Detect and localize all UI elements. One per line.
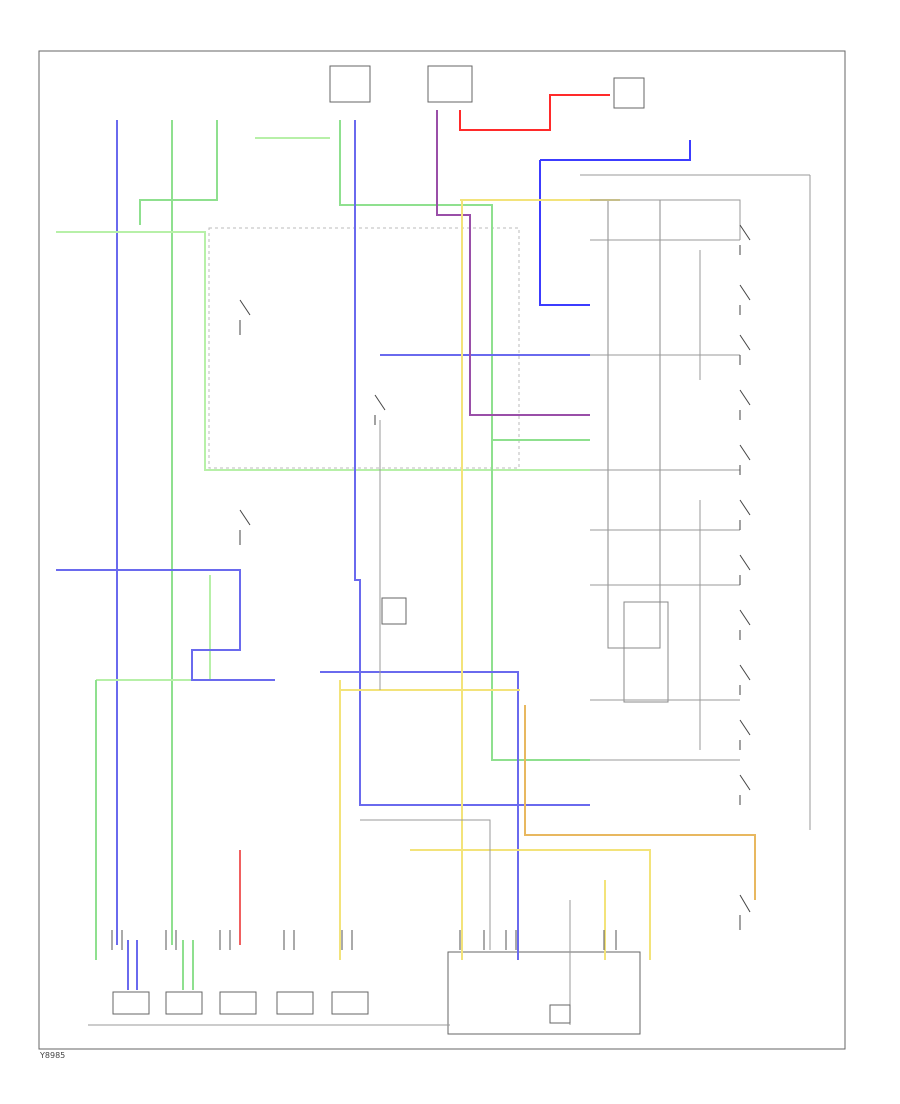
switch-12	[739, 894, 751, 930]
switch-7	[739, 554, 751, 585]
sub-bus-outline	[623, 601, 669, 703]
switch-9	[739, 664, 751, 695]
switch-6	[739, 499, 751, 530]
unit-b-box	[427, 65, 473, 103]
pin-ticks	[111, 930, 617, 950]
switch-4	[739, 389, 751, 420]
wire-blue-right	[539, 160, 590, 306]
wire-yellow-right	[410, 849, 651, 960]
connector-3	[219, 991, 257, 1015]
wire-blue-left-loop	[56, 569, 275, 681]
wire-blue-main	[354, 120, 590, 806]
switch-left-2	[239, 509, 251, 545]
relay-box	[613, 77, 645, 109]
connector-2	[165, 991, 203, 1015]
unit-a-box	[329, 65, 371, 103]
switch-mid	[374, 394, 386, 425]
wire-purple	[436, 110, 590, 416]
bottom-connectors	[112, 991, 571, 1024]
wire-green-mid	[339, 120, 590, 441]
switch-10	[739, 719, 751, 750]
switch-11	[739, 774, 751, 805]
connector-4	[276, 991, 314, 1015]
gray-wires	[88, 174, 811, 1026]
wire-orange	[524, 705, 756, 900]
wire-green-d	[139, 120, 218, 225]
switch-group-outline	[208, 227, 520, 469]
wire-blue-low	[320, 671, 519, 960]
wire-green-low	[491, 440, 590, 761]
connector-5	[331, 991, 369, 1015]
wire-red-top	[459, 94, 610, 131]
diagram-border	[38, 50, 846, 1050]
wire-blue-top	[540, 140, 691, 161]
module-outlines	[208, 199, 669, 1035]
wire-green-long	[56, 231, 590, 471]
switch-2	[739, 284, 751, 315]
switch-left-1	[239, 299, 251, 335]
connector-6	[549, 1004, 571, 1024]
top-components	[329, 65, 645, 625]
connector-1	[112, 991, 150, 1015]
sensor-bus-outline	[607, 199, 661, 649]
switch-8	[739, 609, 751, 640]
switch-5	[739, 444, 751, 475]
sensor-box	[381, 597, 407, 625]
page-code: Y8985	[39, 1051, 65, 1060]
control-unit-outline	[447, 951, 641, 1035]
switch-1	[739, 224, 751, 255]
switch-3	[739, 334, 751, 365]
switch-symbols	[239, 224, 751, 930]
wires	[56, 94, 756, 990]
